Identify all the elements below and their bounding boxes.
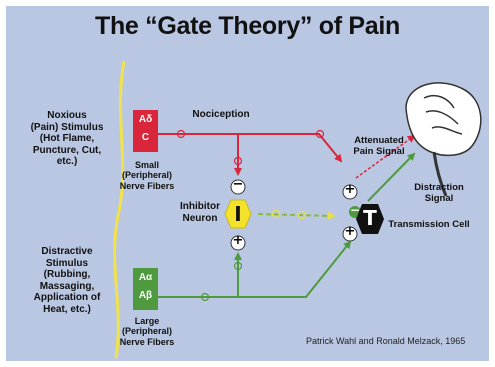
minus-sign: − (348, 203, 362, 217)
small-fibers-label: Small (Peripheral) Nerve Fibers (118, 160, 176, 191)
inhibitor-neuron-label: Inhibitor Neuron (174, 201, 226, 224)
transmission-letter: T (360, 206, 380, 230)
nociception-label: Nociception (186, 109, 256, 121)
large-fiber-type-1: Aα (133, 271, 158, 285)
distraction-signal-label: Distraction Signal (408, 183, 470, 205)
diagram-panel: The “Gate Theory” of Pain (6, 6, 489, 361)
inhibitor-signal-path (258, 214, 334, 216)
transmission-cell-label: Transmission Cell (384, 220, 474, 231)
plus-sign: + (343, 182, 357, 197)
attenuated-signal-label: Attenuated Pain Signal (346, 136, 412, 158)
large-fiber-box: Aα Aβ (133, 268, 158, 310)
large-fiber-type-2: Aβ (133, 289, 158, 303)
plus-sign: + (231, 233, 245, 248)
inhibitor-letter: I (228, 202, 248, 226)
large-fibers-label: Large (Peripheral) Nerve Fibers (118, 316, 176, 347)
brain-icon (406, 83, 481, 196)
distractive-stimulus-label: Distractive Stimulus (Rubbing, Massaging… (14, 246, 120, 315)
plus-sign: + (343, 224, 357, 239)
small-fiber-box: Aδ C (133, 110, 158, 152)
noxious-stimulus-label: Noxious (Pain) Stimulus (Hot Flame, Punc… (14, 110, 120, 168)
credit-line: Patrick Wahl and Ronald Melzack, 1965 (306, 336, 465, 346)
minus-sign: − (231, 177, 245, 192)
small-fiber-type-1: Aδ (133, 113, 158, 127)
small-fiber-type-2: C (133, 131, 158, 145)
